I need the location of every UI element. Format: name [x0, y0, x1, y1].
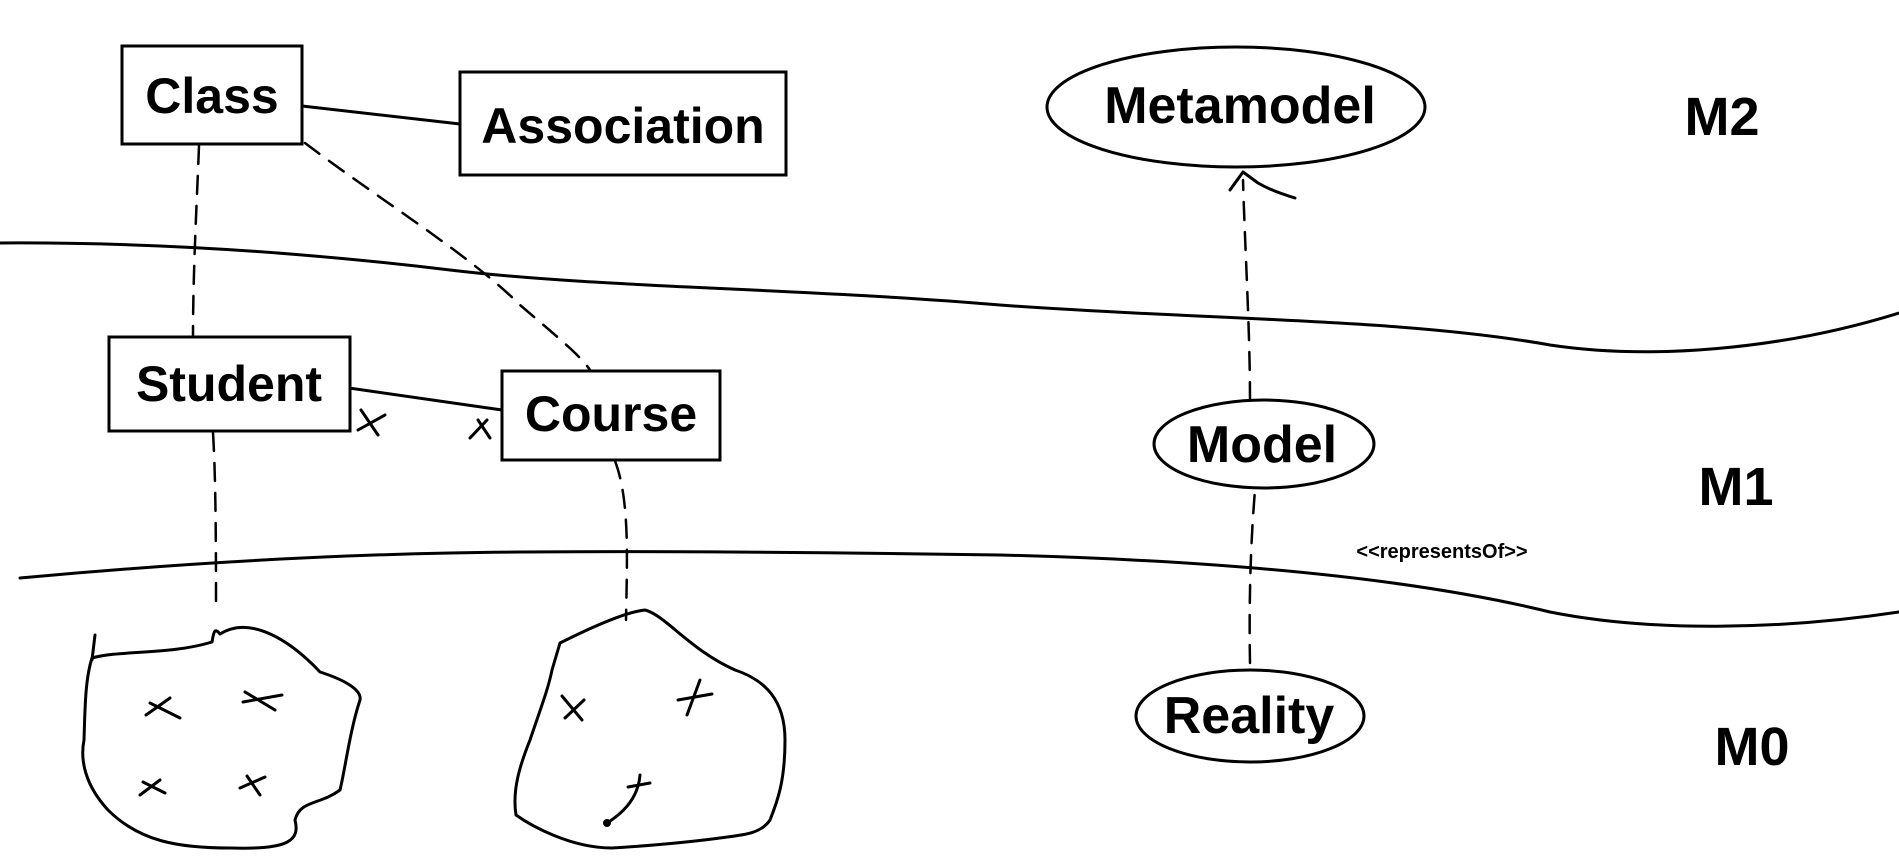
student-instance-mark-icon — [238, 774, 267, 797]
level-m2-label: M2 — [1684, 87, 1759, 147]
course-instance-dot — [603, 819, 611, 827]
link-reality-model — [1248, 488, 1257, 665]
student-instance-mark-icon — [144, 696, 182, 720]
class-label: Class — [145, 68, 278, 124]
association-line-m1 — [347, 386, 504, 412]
student-blob-tick — [90, 633, 97, 662]
reality-ellipse — [1134, 668, 1366, 764]
represents-of-label: <<representsOf>> — [1356, 541, 1527, 563]
student-instances-blob — [81, 625, 362, 850]
reality-label: Reality — [1164, 687, 1335, 745]
course-label: Course — [525, 386, 697, 442]
link-class-student — [191, 144, 201, 338]
level-m0-label: M0 — [1714, 717, 1789, 777]
model-ellipse — [1152, 398, 1376, 490]
course-box — [500, 369, 722, 462]
multiplicity-mark-icon — [356, 408, 387, 437]
multiplicity-mark-icon — [468, 418, 492, 440]
course-instance-mark-icon — [560, 694, 586, 722]
student-label: Student — [136, 356, 322, 412]
arrowhead-icon — [1228, 170, 1297, 200]
course-instances-blob — [513, 608, 787, 850]
level-m1-label: M1 — [1698, 457, 1773, 517]
link-class-course — [303, 141, 592, 372]
metamodel-ellipse — [1045, 45, 1427, 169]
layer-divider-m1-m0 — [18, 550, 1899, 628]
layer-divider-m2-m1 — [0, 241, 1899, 354]
student-instance-mark-icon — [241, 690, 284, 712]
student-instance-mark-icon — [138, 778, 167, 797]
association-label: Association — [481, 98, 764, 154]
association-line-m2 — [300, 104, 462, 126]
link-model-metamodel — [1241, 178, 1252, 402]
class-box — [120, 44, 304, 146]
link-course-instances — [613, 459, 629, 622]
course-instance-mark-icon — [676, 678, 714, 717]
link-student-instances — [211, 431, 218, 610]
association-box — [458, 70, 788, 177]
course-instance-mark-icon — [605, 773, 652, 825]
student-box — [107, 335, 352, 433]
model-label: Model — [1187, 416, 1337, 474]
metamodel-label: Metamodel — [1104, 77, 1376, 135]
